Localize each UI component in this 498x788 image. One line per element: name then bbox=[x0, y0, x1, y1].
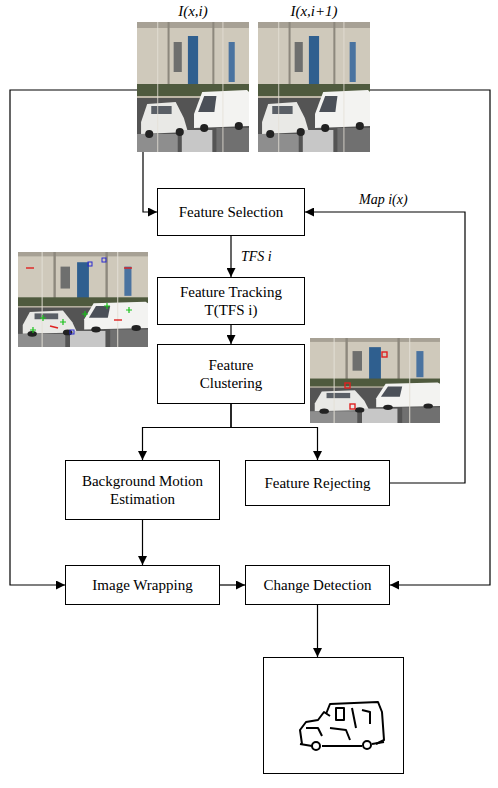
clustering-thumbnail bbox=[310, 338, 440, 423]
flow-arrow bbox=[143, 152, 157, 212]
process-box: Image Wrapping bbox=[65, 565, 220, 605]
input-frame: I(x,i+1) bbox=[258, 2, 370, 152]
box-label: Image Wrapping bbox=[92, 576, 192, 594]
process-box: Feature Selection bbox=[157, 188, 305, 236]
flow-arrow bbox=[142, 520, 143, 565]
process-box: Change Detection bbox=[245, 565, 390, 605]
box-label: Feature Tracking bbox=[180, 283, 282, 301]
box-label: Feature Selection bbox=[179, 203, 284, 221]
change-mask bbox=[264, 605, 404, 774]
box-label: T(TFS i) bbox=[205, 301, 258, 319]
process-box: Feature Clustering bbox=[157, 344, 305, 404]
flow-arrow bbox=[220, 584, 245, 585]
process-box: Feature TrackingT(TFS i) bbox=[157, 277, 305, 325]
frame-photo bbox=[137, 22, 249, 152]
box-label: Background Motion Estimation bbox=[81, 472, 205, 508]
flow-arrow bbox=[370, 90, 490, 585]
flow-arrow bbox=[231, 404, 318, 460]
box-label: Feature Rejecting bbox=[264, 474, 370, 492]
flow-arrow bbox=[230, 236, 231, 277]
box-label: Change Detection bbox=[264, 576, 372, 594]
process-box: Feature Rejecting bbox=[245, 460, 390, 506]
process-box: Background Motion Estimation bbox=[65, 460, 220, 520]
edge-label: TFS i bbox=[239, 249, 274, 265]
flow-arrow bbox=[143, 404, 232, 460]
frame-label: I(x,i) bbox=[178, 2, 208, 22]
tracking-thumbnail bbox=[18, 252, 148, 347]
box-label: Feature Clustering bbox=[185, 356, 277, 392]
flow-arrow bbox=[230, 325, 231, 344]
frame-label: I(x,i+1) bbox=[290, 2, 337, 22]
edge-label: Map i(x) bbox=[357, 192, 410, 208]
frame-photo bbox=[258, 22, 370, 152]
flow-arrow bbox=[305, 212, 465, 483]
input-frame: I(x,i) bbox=[137, 2, 249, 152]
